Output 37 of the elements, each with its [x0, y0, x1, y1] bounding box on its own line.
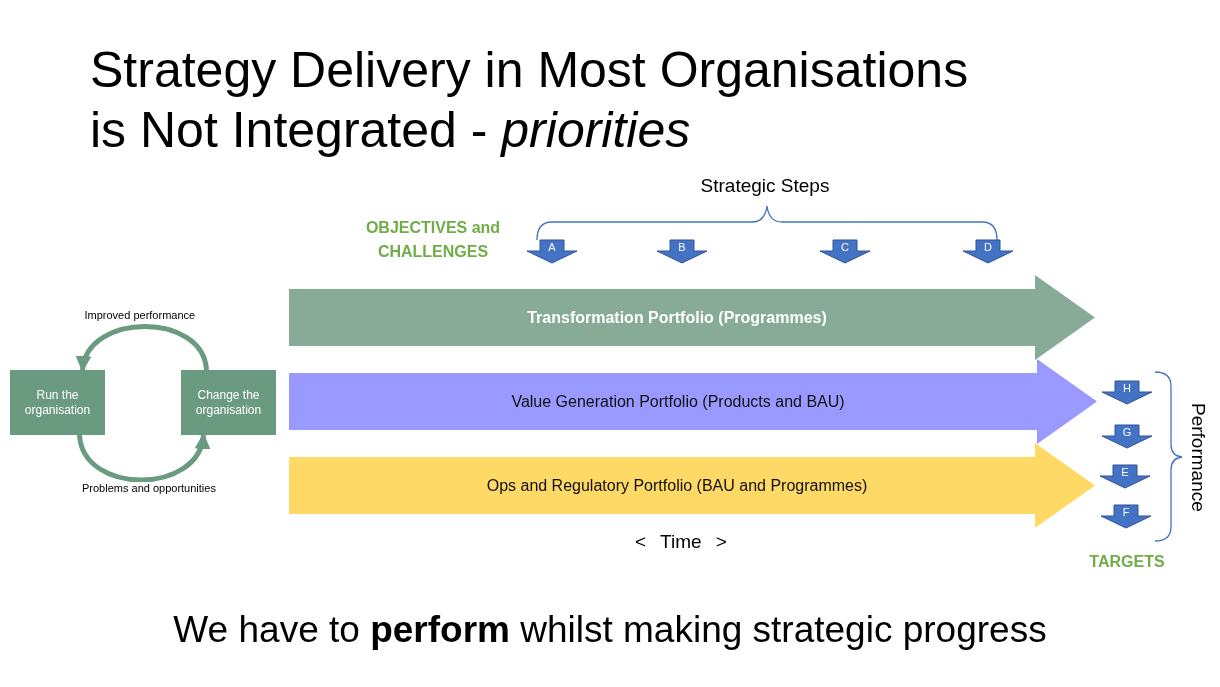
edge-label: Improved performance: [84, 309, 196, 322]
axis-label: < Time >: [634, 531, 728, 553]
heading-label: OBJECTIVES and CHALLENGES: [364, 218, 502, 262]
portfolio-label: Ops and Regulatory Portfolio (BAU and Programmes): [485, 475, 869, 496]
step-marker: [657, 240, 707, 263]
process-box: [10, 370, 105, 435]
step-letter: E: [1120, 466, 1130, 479]
step-marker: [1102, 381, 1152, 404]
step-letter: B: [677, 241, 687, 254]
step-marker: [820, 240, 870, 263]
step-letter: D: [983, 241, 993, 254]
bracket-label: Strategic Steps: [699, 175, 831, 197]
step-letter: H: [1122, 382, 1132, 395]
portfolio-label: Value Generation Portfolio (Products and BAU): [510, 391, 846, 412]
step-letter: F: [1121, 506, 1131, 519]
bracket-label: Performance: [1187, 401, 1210, 514]
caption-text: We have to perform whilst making strategic progress: [172, 608, 1048, 652]
step-marker: [1100, 465, 1150, 488]
edge-label: Problems and opportunities: [82, 482, 216, 495]
step-letter: C: [840, 241, 850, 254]
box-label: Run the organisation: [23, 387, 92, 418]
step-letter: A: [547, 241, 557, 254]
portfolio-band: [289, 275, 1095, 360]
box-label: Change the organisation: [194, 387, 263, 418]
curved-arrow: [78, 324, 209, 372]
step-marker: [527, 240, 577, 263]
step-marker: [1102, 425, 1152, 448]
curved-arrow: [77, 433, 209, 483]
step-marker: [1101, 505, 1151, 528]
portfolio-band: [289, 443, 1095, 528]
step-marker: [963, 240, 1013, 263]
portfolio-band: [289, 359, 1097, 444]
portfolio-label: Transformation Portfolio (Programmes): [526, 307, 828, 328]
title-text: Strategy Delivery in Most Organisations is Not Integrated - priorities: [90, 41, 970, 160]
process-box: [181, 370, 276, 435]
heading-label: TARGETS: [1088, 552, 1166, 572]
step-letter: G: [1121, 426, 1133, 439]
